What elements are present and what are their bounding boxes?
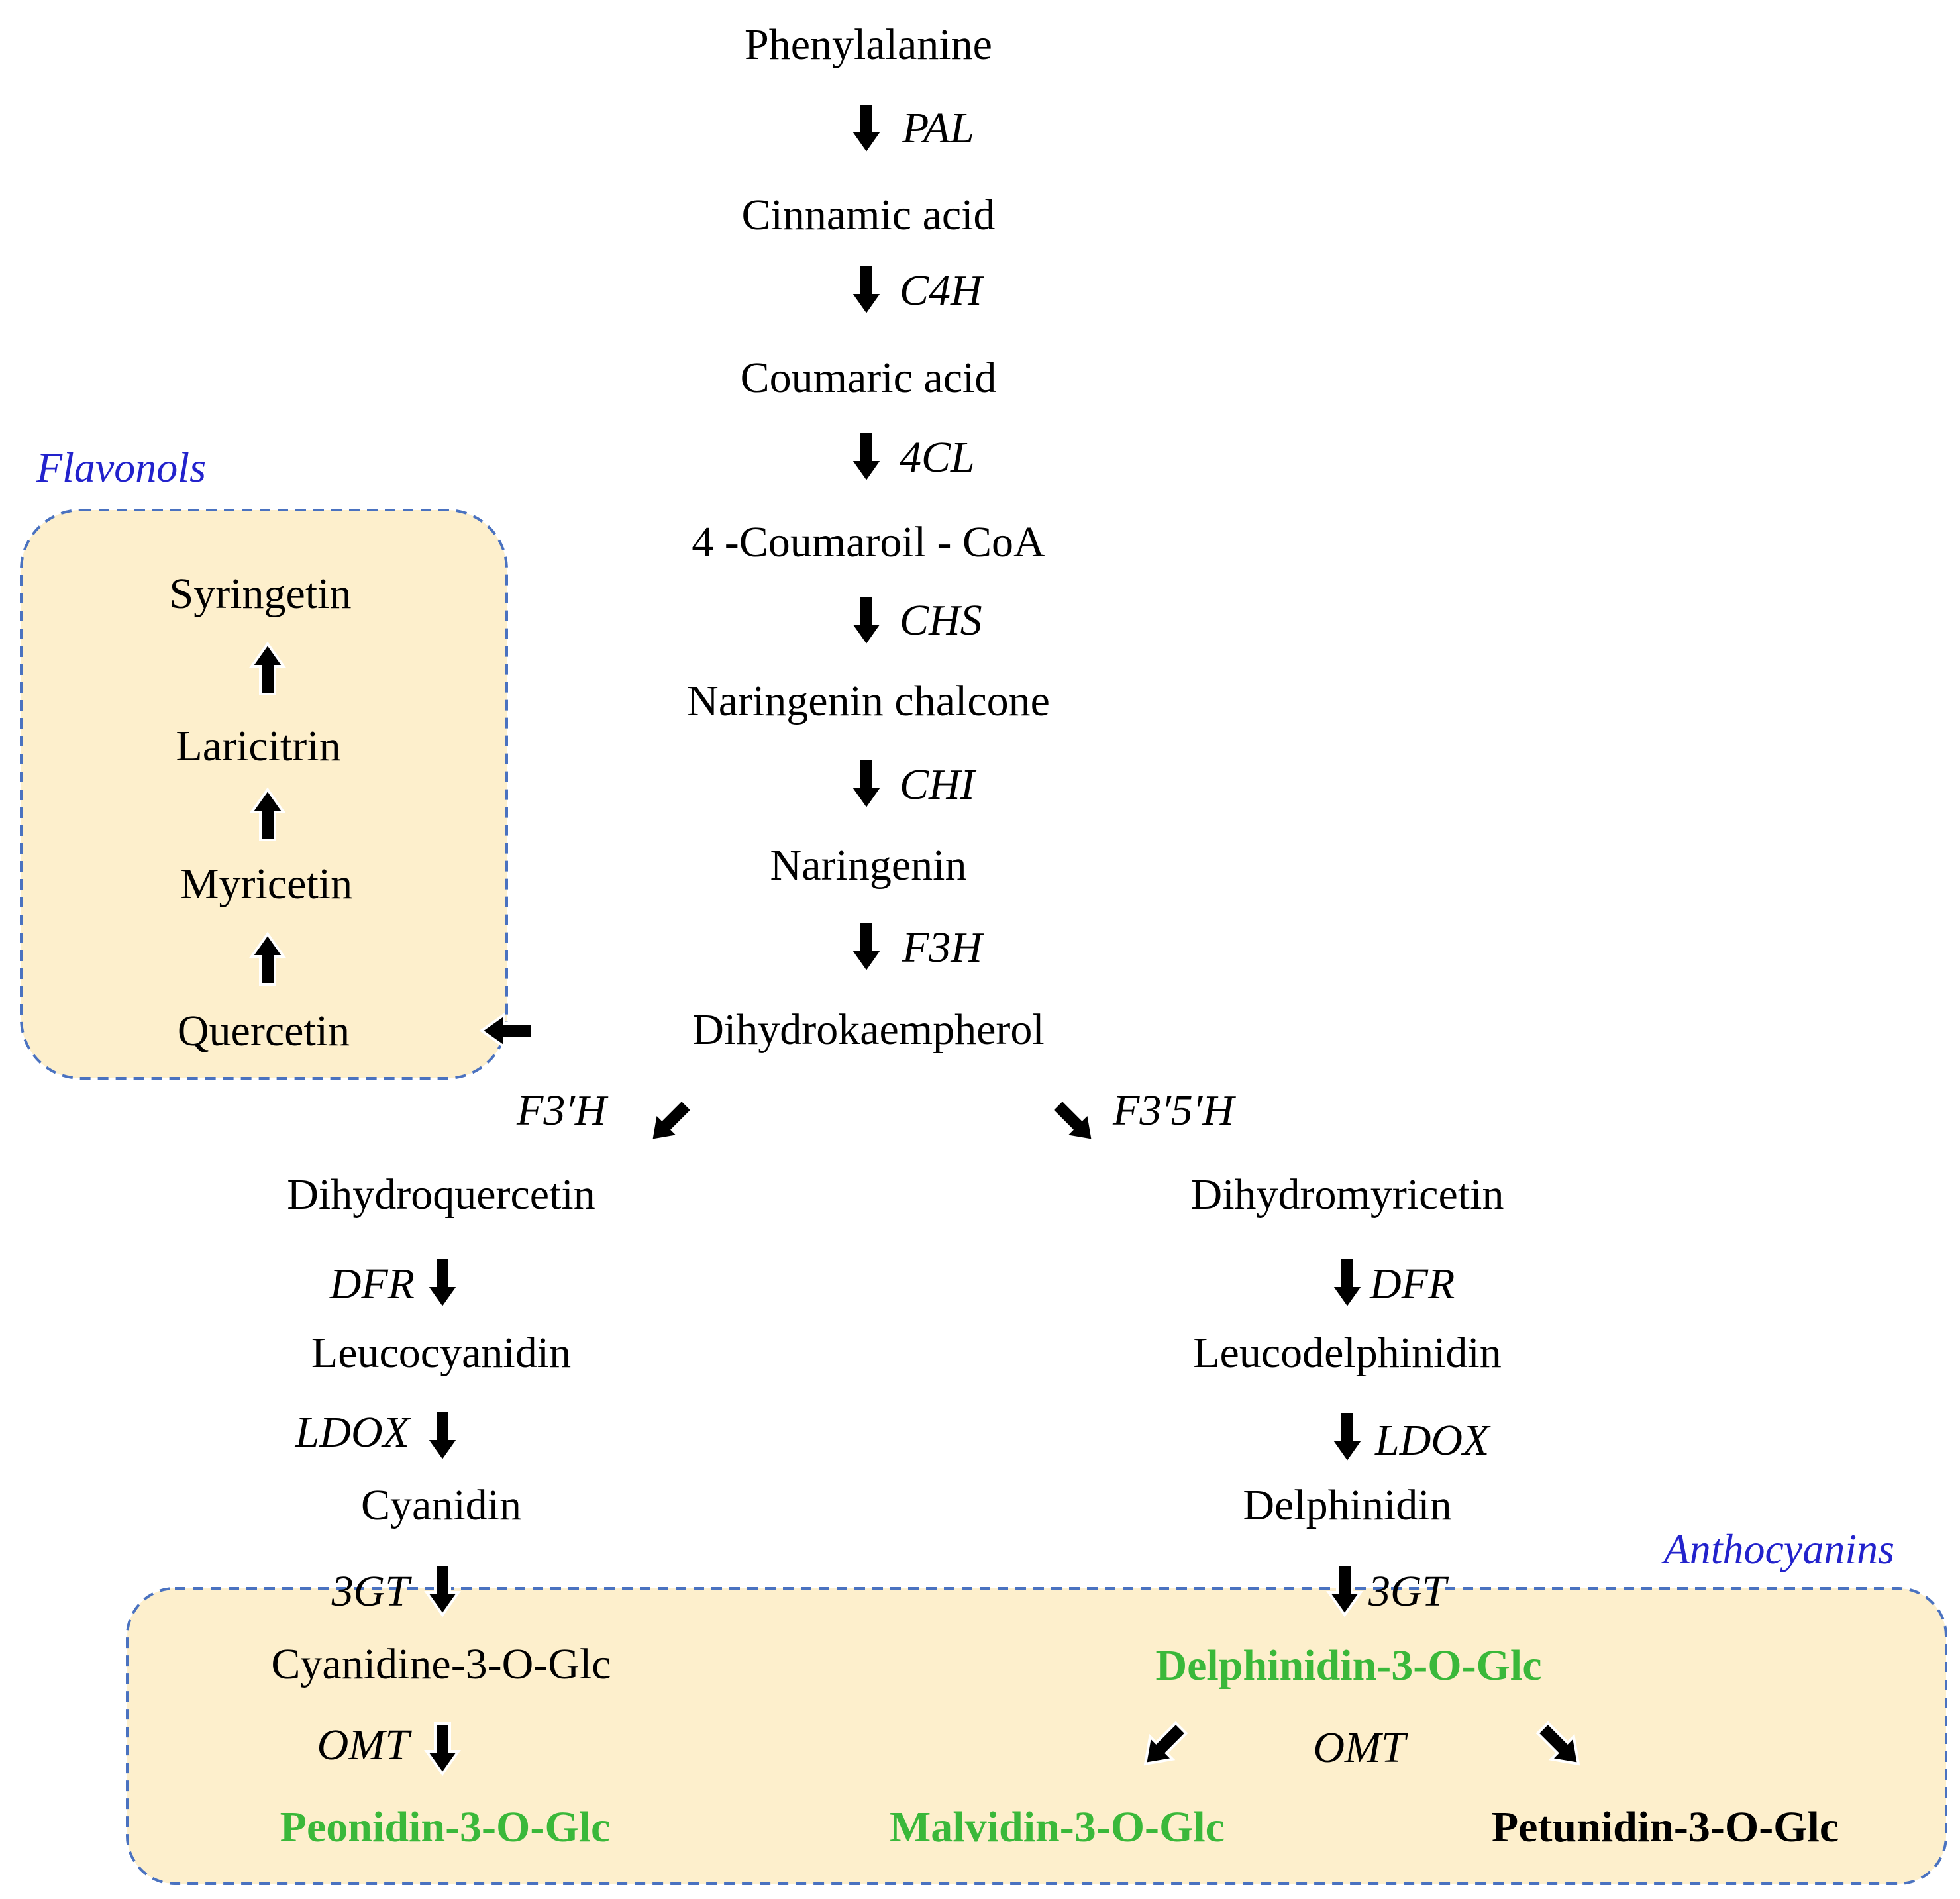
compound-quercetin: Quercetin [178, 1007, 350, 1055]
arrow-dihydromyricetin-to-leucodelphinidin [1330, 1257, 1365, 1309]
compound-dihydromyricetin: Dihydromyricetin [1191, 1170, 1504, 1219]
enzyme-chi: CHI [900, 760, 977, 809]
arrow-leucodelphinidin-to-delphinidin [1330, 1411, 1365, 1464]
arrow-coumaric-to-coumaroil-coa [849, 431, 884, 484]
compound-cyanidine-3-o-glc: Cyanidine-3-O-Glc [271, 1640, 611, 1688]
compound-leucodelphinidin: Leucodelphinidin [1193, 1329, 1502, 1377]
flavonols-label: Flavonols [36, 444, 206, 491]
compound-cinnamic-acid: Cinnamic acid [741, 191, 995, 239]
compound-cyanidin: Cyanidin [361, 1481, 521, 1529]
enzyme-f3h: F3H [902, 923, 984, 972]
arrow-to-dihydromyricetin [1046, 1094, 1104, 1152]
compound-delphinidin-3-o-glc: Delphinidin-3-O-Glc [1155, 1641, 1541, 1690]
enzyme-chs: CHS [900, 596, 982, 644]
anthocyanins-box [126, 1587, 1947, 1885]
enzyme-ldox-left: LDOX [295, 1408, 411, 1457]
compound-laricitrin: Laricitrin [176, 722, 340, 770]
arrow-to-dihydroquercetin [640, 1094, 698, 1152]
compound-coumaric-acid: Coumaric acid [741, 354, 997, 402]
enzyme-f3prime5prime-h: F3′5′H [1112, 1086, 1236, 1135]
compound-phenylalanine: Phenylalanine [745, 21, 992, 69]
arrow-cinnamic-to-coumaric [849, 264, 884, 317]
arrow-leucocyanidin-to-cyanidin [425, 1410, 460, 1463]
enzyme-ldox-right: LDOX [1374, 1416, 1491, 1464]
enzyme-dfr-right: DFR [1369, 1260, 1455, 1308]
enzyme-omt-right: OMT [1313, 1723, 1408, 1772]
arrow-coumaroil-coa-to-chalcone [849, 594, 884, 647]
arrow-dihydroquercetin-to-leucocyanidin [425, 1257, 460, 1309]
compound-malvidin-3-o-glc: Malvidin-3-O-Glc [890, 1803, 1225, 1851]
enzyme-c4h: C4H [900, 266, 984, 315]
compound-peonidin-3-o-glc: Peonidin-3-O-Glc [280, 1803, 611, 1851]
anthocyanins-label: Anthocyanins [1661, 1525, 1894, 1572]
arrow-naringenin-to-dihydrokaempherol [849, 921, 884, 974]
compound-myricetin: Myricetin [180, 860, 352, 908]
compound-syringetin: Syringetin [170, 570, 352, 618]
compound-dihydroquercetin: Dihydroquercetin [287, 1170, 595, 1219]
compound-leucocyanidin: Leucocyanidin [311, 1329, 571, 1377]
enzyme-dfr-left: DFR [329, 1260, 415, 1308]
compound-petunidin-3-o-glc: Petunidin-3-O-Glc [1492, 1803, 1839, 1851]
arrow-chalcone-to-naringenin [849, 758, 884, 811]
enzyme-3gt-right: 3GT [1368, 1567, 1449, 1616]
compound-coumaroil-coa: 4 -Coumaroil - CoA [692, 518, 1045, 566]
compound-naringenin-chalcone: Naringenin chalcone [687, 677, 1050, 725]
compound-delphinidin: Delphinidin [1243, 1481, 1451, 1529]
compound-naringenin: Naringenin [770, 841, 967, 890]
enzyme-3gt-left: 3GT [331, 1567, 413, 1616]
arrow-phenylalanine-to-cinnamic [849, 102, 884, 155]
compound-dihydrokaempherol: Dihydrokaempherol [692, 1005, 1045, 1054]
enzyme-omt-left: OMT [317, 1721, 413, 1769]
enzyme-4cl: 4CL [900, 433, 975, 482]
enzyme-f3prime-h: F3′H [516, 1086, 609, 1135]
enzyme-pal: PAL [902, 104, 974, 152]
